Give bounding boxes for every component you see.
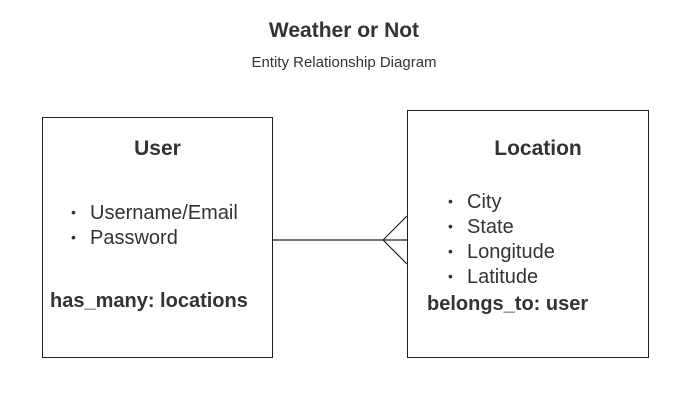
attribute-label: Username/Email: [90, 202, 238, 224]
crows-foot-lower-prong: [382, 239, 408, 265]
bullet-icon: •: [71, 229, 76, 245]
attribute-item: • City: [448, 189, 555, 214]
attribute-label: Password: [90, 227, 178, 249]
bullet-icon: •: [448, 268, 453, 284]
entity-user-relation: has_many: locations: [50, 290, 248, 312]
entity-user-attributes: • Username/Email • Password: [71, 200, 238, 250]
attribute-item: • State: [448, 214, 555, 239]
attribute-item: • Username/Email: [71, 200, 238, 225]
diagram-subtitle: Entity Relationship Diagram: [251, 54, 437, 71]
bullet-icon: •: [448, 243, 453, 259]
attribute-item: • Longitude: [448, 239, 555, 264]
attribute-label: Longitude: [467, 241, 555, 263]
entity-user[interactable]: User • Username/Email • Password has_many:…: [42, 117, 273, 358]
bullet-icon: •: [448, 218, 453, 234]
attribute-label: State: [467, 216, 514, 238]
crows-foot-upper-prong: [382, 215, 408, 241]
entity-user-name: User: [134, 137, 181, 160]
bullet-icon: •: [448, 193, 453, 209]
entity-location-relation: belongs_to: user: [427, 293, 589, 315]
diagram-title: Weather or Not: [268, 19, 420, 42]
attribute-label: City: [467, 191, 502, 213]
attribute-item: • Latitude: [448, 264, 555, 289]
entity-location[interactable]: Location • City • State • Longitude • Latitu…: [407, 110, 649, 358]
attribute-label: Latitude: [467, 266, 539, 288]
bullet-icon: •: [71, 204, 76, 220]
entity-location-attributes: • City • State • Longitude • Latitude: [448, 189, 555, 289]
entity-location-name: Location: [494, 137, 582, 160]
attribute-item: • Password: [71, 225, 238, 250]
